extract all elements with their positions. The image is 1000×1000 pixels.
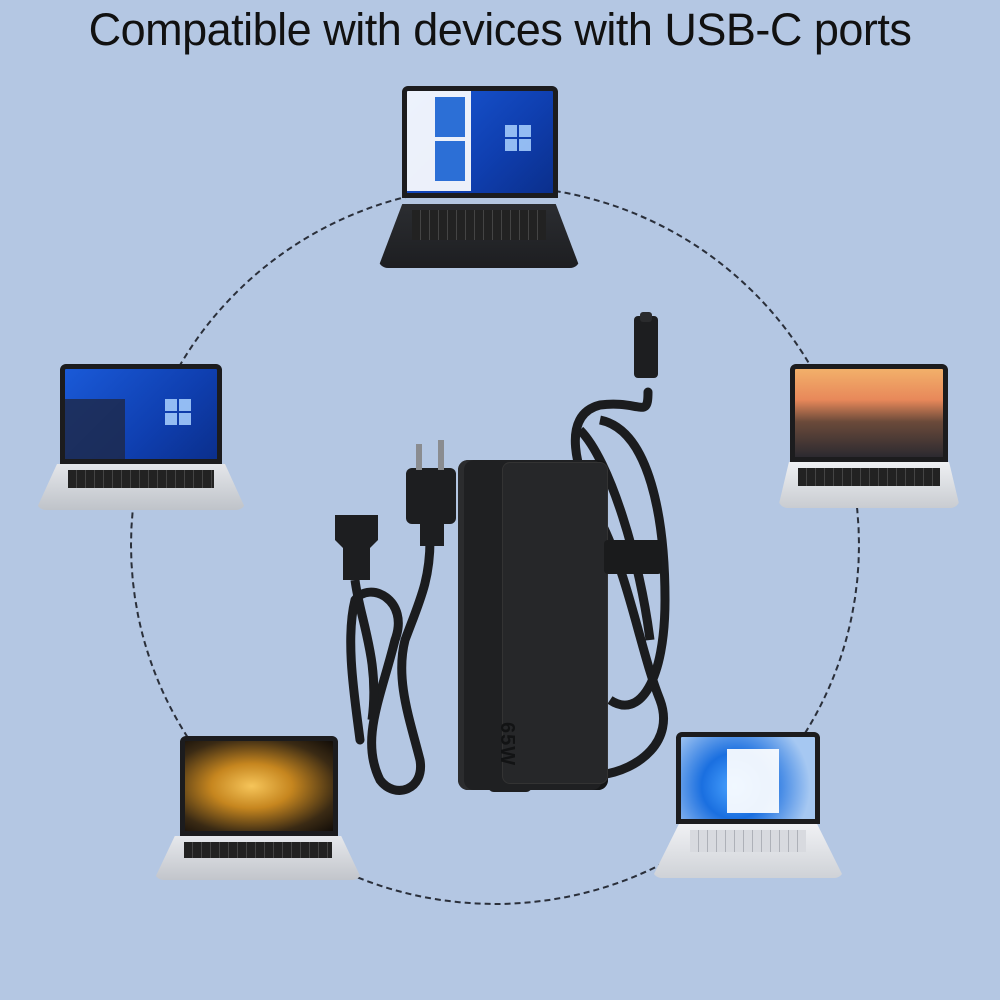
keyboard — [184, 842, 332, 858]
windows-logo-icon — [165, 399, 191, 425]
charger-face — [502, 462, 608, 784]
laptop-bottom-right — [652, 732, 844, 878]
charger-brick: 65W — [458, 460, 608, 790]
page-title: Compatible with devices with USB-C ports — [88, 4, 912, 55]
laptop-screen — [402, 86, 558, 198]
start-menu — [407, 91, 471, 191]
us-wall-plug — [406, 468, 456, 524]
usb-c-connector — [634, 316, 658, 378]
laptop-left — [36, 364, 246, 512]
laptop-right — [778, 364, 960, 508]
wattage-label: 65W — [496, 722, 518, 767]
keyboard — [690, 830, 806, 852]
keyboard — [68, 470, 214, 488]
keyboard — [798, 468, 940, 486]
laptop-screen — [180, 736, 338, 836]
laptop-screen — [60, 364, 222, 464]
cloverleaf-connector — [335, 515, 378, 580]
laptop-top — [378, 86, 580, 270]
start-menu — [727, 749, 779, 813]
keyboard — [412, 210, 546, 240]
laptop-bottom-left — [154, 736, 362, 880]
cable-strap — [604, 540, 662, 574]
laptop-screen — [790, 364, 948, 462]
laptop-screen — [676, 732, 820, 824]
windows-logo-icon — [505, 125, 531, 151]
